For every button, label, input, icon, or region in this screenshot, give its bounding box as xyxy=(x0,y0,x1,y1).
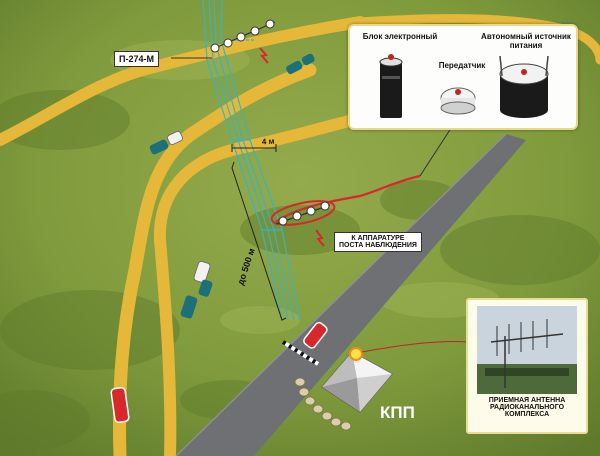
transmitter-label: Передатчик xyxy=(438,61,486,70)
car-white-2 xyxy=(167,131,183,145)
dirt-tracks xyxy=(0,14,600,456)
car-teal-4 xyxy=(286,60,303,75)
transmitter-icon xyxy=(440,87,476,115)
sensor-cable xyxy=(202,0,301,321)
red-cable xyxy=(275,174,421,223)
car-teal-5 xyxy=(301,53,315,66)
stone-barrier xyxy=(294,377,352,431)
checkpoint-barrier xyxy=(281,340,320,366)
car-white-1 xyxy=(193,261,211,283)
observation-post-label: К АППАРАТУРЕ ПОСТА НАБЛЮДЕНИЯ xyxy=(334,232,422,252)
dim-4m xyxy=(231,144,277,152)
vehicles xyxy=(110,53,328,424)
car-teal-2 xyxy=(198,279,213,297)
antenna-link-line xyxy=(361,341,469,353)
signal-bolt-upper xyxy=(259,47,269,64)
electronic-unit-label: Блок электронный xyxy=(362,32,438,41)
car-red-road xyxy=(303,321,328,349)
electronic-unit-icon xyxy=(379,54,403,118)
distance-short-label: 4 м xyxy=(261,136,275,147)
car-teal-lower xyxy=(180,295,198,319)
road-edge xyxy=(175,133,507,456)
car-teal-3 xyxy=(149,139,169,155)
power-source-icon xyxy=(499,55,549,118)
equipment-icons xyxy=(379,54,549,118)
car-red-bottom xyxy=(110,386,130,424)
track-main-right xyxy=(153,112,368,456)
track-arc xyxy=(355,14,600,65)
sensor-chain-upper xyxy=(210,19,276,64)
dimension-lines xyxy=(231,144,287,321)
equipment-callout-line xyxy=(419,121,456,177)
dim-500m xyxy=(231,161,287,321)
asphalt-road xyxy=(176,134,526,456)
sensor-chain-lower xyxy=(270,174,421,247)
checkpoint-light xyxy=(349,347,363,361)
track-upper xyxy=(0,16,366,146)
antenna-panel: ПРИЕМНАЯ АНТЕННА РАДИОКАНАЛЬНОГО КОМПЛЕК… xyxy=(466,298,588,434)
antenna-caption: ПРИЕМНАЯ АНТЕННА РАДИОКАНАЛЬНОГО КОМПЛЕК… xyxy=(488,397,566,418)
track-main-left xyxy=(113,63,317,456)
antenna-boom xyxy=(490,333,564,343)
checkpoint-label: КПП xyxy=(380,403,415,422)
checkpoint-building xyxy=(321,347,393,413)
power-source-label: Автономный источник питания xyxy=(481,32,571,50)
sensor-line-code-label: П-274-М xyxy=(114,51,159,67)
signal-bolt-lower xyxy=(315,229,325,247)
antenna-photo xyxy=(477,306,577,394)
equipment-panel: Блок электронный Передатчик Автономный и… xyxy=(348,24,578,130)
